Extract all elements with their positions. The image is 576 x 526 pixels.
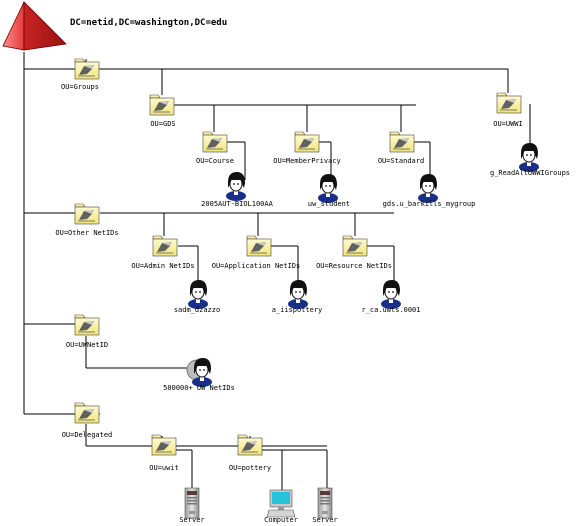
folder-icon [74, 314, 100, 336]
user-icon [518, 142, 540, 173]
node-gds[interactable]: OU=GDS [149, 94, 176, 128]
node-resource-user[interactable]: r_ca.uwts.0001 [361, 279, 421, 314]
node-groups[interactable]: OU=Groups [61, 58, 100, 91]
server-icon [184, 487, 200, 519]
node-label: sadm_dzazzo [174, 306, 220, 314]
node-label: OU=UWNetID [66, 341, 108, 349]
node-label: OU=Application NetIDs [212, 262, 301, 270]
folder-icon [496, 92, 522, 114]
node-course-user[interactable]: 2005AUT-BIOL100AA [201, 171, 274, 208]
user-icon [317, 173, 339, 204]
folder-icon [237, 434, 263, 456]
server-icon [317, 487, 333, 519]
user-icon [380, 279, 402, 310]
root-domain-label: DC=netid,DC=washington,DC=edu [70, 17, 227, 28]
folder-icon [202, 131, 228, 153]
node-pottery-computer[interactable]: Computer [264, 489, 298, 524]
node-label: OU=UWWI [493, 120, 523, 128]
node-label: OU=pottery [229, 464, 271, 472]
folder-icon [74, 402, 100, 424]
folder-icon [149, 94, 175, 116]
node-application[interactable]: OU=Application NetIDs [212, 235, 301, 270]
node-label: OU=Other NetIDs [55, 229, 118, 237]
folder-icon [389, 131, 415, 153]
node-label: OU=Course [196, 157, 234, 165]
node-uwnetid-users[interactable]: 500000+ UW NetIDs [163, 357, 235, 392]
node-label: Server [312, 516, 337, 524]
node-label: gds.u_barkills_mygroup [383, 200, 476, 208]
node-label: 500000+ UW NetIDs [163, 384, 235, 392]
node-label: Server [179, 516, 204, 524]
node-uwit[interactable]: OU=uwit [149, 434, 179, 472]
node-uwit-server[interactable]: Server [179, 487, 205, 524]
node-uwnetid[interactable]: OU=UWNetID [66, 314, 108, 349]
node-pottery-server[interactable]: Server [312, 487, 338, 524]
node-label: OU=Delegated [62, 431, 113, 439]
node-pottery[interactable]: OU=pottery [229, 434, 271, 472]
node-delegated[interactable]: OU=Delegated [62, 402, 113, 439]
node-label: OU=Groups [61, 83, 99, 91]
node-uwwi-user[interactable]: g_ReadAllUWWIGroups [490, 142, 570, 177]
folder-icon [74, 58, 100, 80]
node-application-user[interactable]: a_iispottery [272, 279, 323, 314]
user-icon [417, 173, 439, 204]
folder-icon [152, 235, 178, 257]
node-course[interactable]: OU=Course [196, 131, 234, 165]
folder-icon [151, 434, 177, 456]
node-standard-user[interactable]: gds.u_barkills_mygroup [383, 173, 476, 208]
computer-icon [266, 489, 296, 518]
node-admin[interactable]: OU=Admin NetIDs [131, 235, 195, 270]
node-label: OU=Resource NetIDs [316, 262, 392, 270]
node-resource[interactable]: OU=Resource NetIDs [316, 235, 392, 270]
node-label: uw_student [308, 200, 350, 208]
root-domain-pyramid-icon[interactable] [2, 1, 67, 51]
folder-icon [294, 131, 320, 153]
node-label: g_ReadAllUWWIGroups [490, 169, 570, 177]
node-label: OU=MemberPrivacy [273, 157, 340, 165]
user-icon [187, 279, 209, 310]
node-memberprivacy[interactable]: OU=MemberPrivacy [273, 131, 341, 165]
node-label: r_ca.uwts.0001 [361, 306, 420, 314]
node-label: 2005AUT-BIOL100AA [201, 200, 273, 208]
node-label: a_iispottery [272, 306, 323, 314]
node-label: Computer [264, 516, 298, 524]
node-standard[interactable]: OU=Standard [378, 131, 424, 165]
user-icon [287, 279, 309, 310]
node-label: OU=GDS [150, 120, 175, 128]
node-othernetids[interactable]: OU=Other NetIDs [55, 203, 119, 237]
node-admin-user[interactable]: sadm_dzazzo [174, 279, 220, 314]
folder-icon [74, 203, 100, 225]
user-icon [225, 171, 247, 202]
node-label: OU=uwit [149, 464, 179, 472]
node-uwwi[interactable]: OU=UWWI [493, 92, 523, 128]
node-label: OU=Standard [378, 157, 424, 165]
folder-icon [342, 235, 368, 257]
node-memberprivacy-user[interactable]: uw_student [308, 173, 350, 208]
node-label: OU=Admin NetIDs [131, 262, 194, 270]
folder-icon [246, 235, 272, 257]
